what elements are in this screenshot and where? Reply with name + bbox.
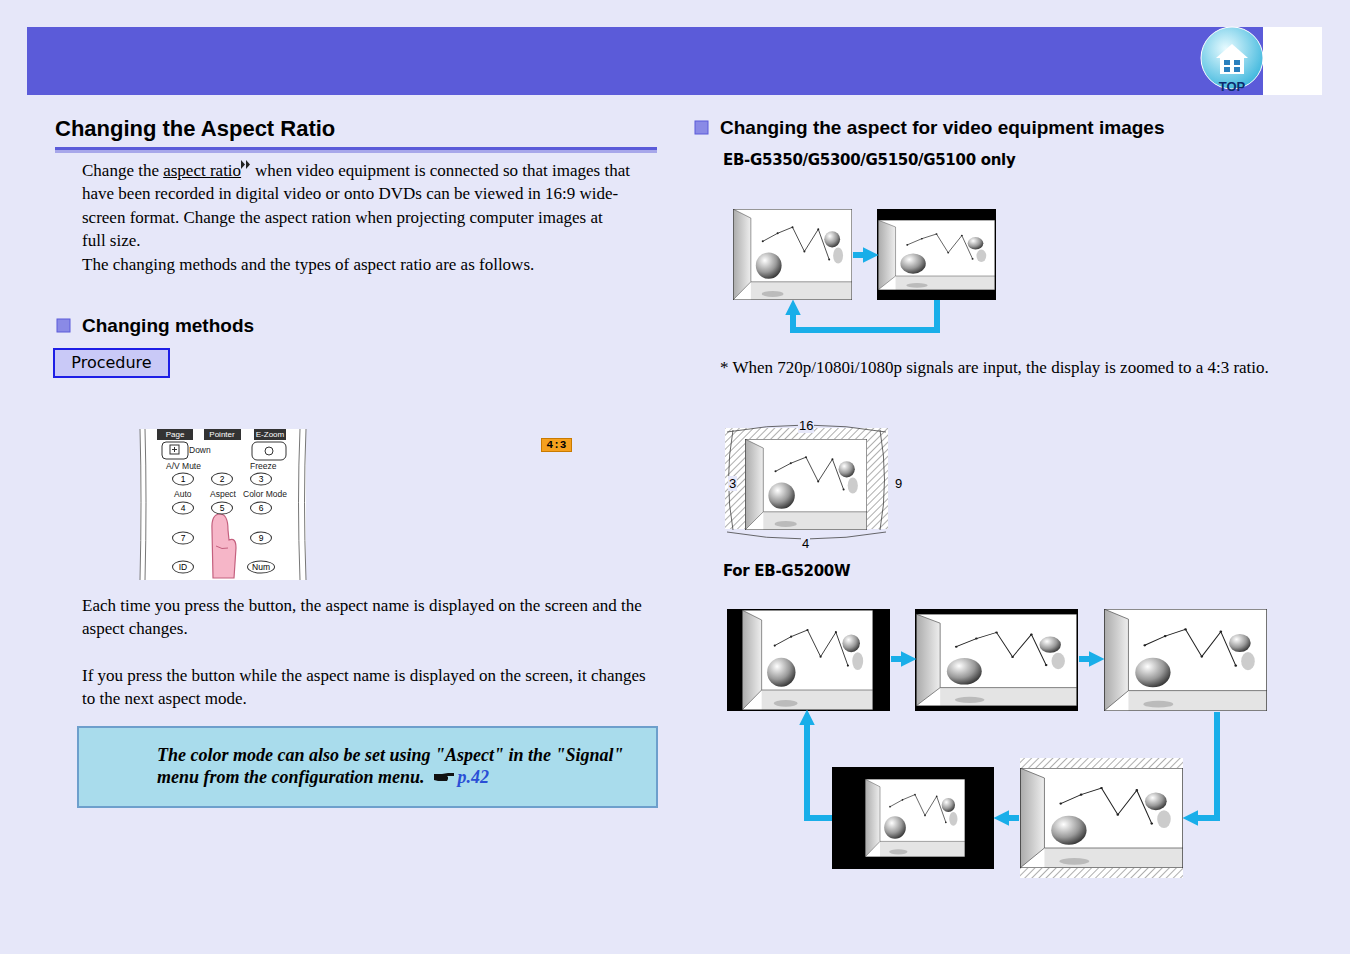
dimension-label: 3 (728, 476, 737, 491)
section-heading: Changing methods (82, 315, 254, 337)
page-link: p.42 (458, 767, 490, 787)
remote-button: 9 (250, 532, 272, 545)
box-text: 6 (259, 503, 264, 513)
icon-label: TOP (1219, 79, 1246, 94)
box-text: 4 (181, 503, 186, 513)
dimension-label: 16 (798, 418, 814, 433)
pointer-hand (433, 771, 455, 783)
body-text: If you press the button while the aspect… (82, 664, 662, 711)
remote-button: 5 (211, 502, 233, 515)
tip-box: The color mode can also be set using "As… (77, 726, 658, 808)
button-label: Freeze (250, 461, 276, 471)
box-text: 4:3 (547, 439, 567, 451)
button-label: Color Mode (243, 489, 287, 499)
box-text: 9 (259, 533, 264, 543)
procedure-box: Procedure (53, 348, 170, 378)
remote-button: ID (172, 561, 194, 574)
remote-button: 3 (250, 473, 272, 486)
box-text: 5 (220, 503, 225, 513)
box-text: Num (252, 562, 270, 572)
glossary-mark (241, 160, 251, 169)
footnote: * When 720p/1080i/1080p signals are inpu… (720, 356, 1275, 379)
body-text: Change the (82, 161, 159, 180)
body-text: The changing methods and the types of as… (82, 255, 534, 274)
remote-button: 4 (172, 502, 194, 515)
model-note: For EB-G5200W (723, 562, 850, 580)
box-text: 3 (259, 474, 264, 484)
button-label: E-Zoom (256, 430, 284, 439)
box-text: 1 (181, 474, 186, 484)
remote-button: Num (247, 561, 275, 574)
page-title: Changing the Aspect Ratio (55, 116, 335, 142)
button-label: Down (189, 445, 211, 455)
button-label: Auto (174, 489, 192, 499)
aspect-tag: 4:3 (541, 438, 572, 452)
dimension-label: 4 (801, 536, 810, 551)
intro-paragraph: Change theaspect ratiowhen video equipme… (82, 159, 630, 276)
box-text: 7 (181, 533, 186, 543)
remote-button: 1 (172, 473, 194, 486)
box-text: Procedure (71, 353, 151, 372)
box-text: The color mode can also be set using "As… (157, 745, 624, 787)
dimension-label: 9 (894, 476, 903, 491)
remote-button: 7 (172, 532, 194, 545)
button-label: A/V Mute (166, 461, 201, 471)
button-label: Page (166, 430, 185, 439)
body-text: Each time you press the button, the aspe… (82, 594, 662, 641)
box-text: 2 (220, 474, 225, 484)
button-label: Aspect (210, 489, 236, 499)
section-heading: Changing the aspect for video equipment … (720, 117, 1164, 139)
remote-button: 2 (211, 473, 233, 486)
model-note: EB-G5350/G5300/G5150/G5100 only (723, 151, 1015, 169)
box-text: ID (179, 562, 188, 572)
remote-button: 6 (250, 502, 272, 515)
button-label: Pointer (209, 430, 234, 439)
glossary-link: aspect ratio (163, 161, 241, 180)
